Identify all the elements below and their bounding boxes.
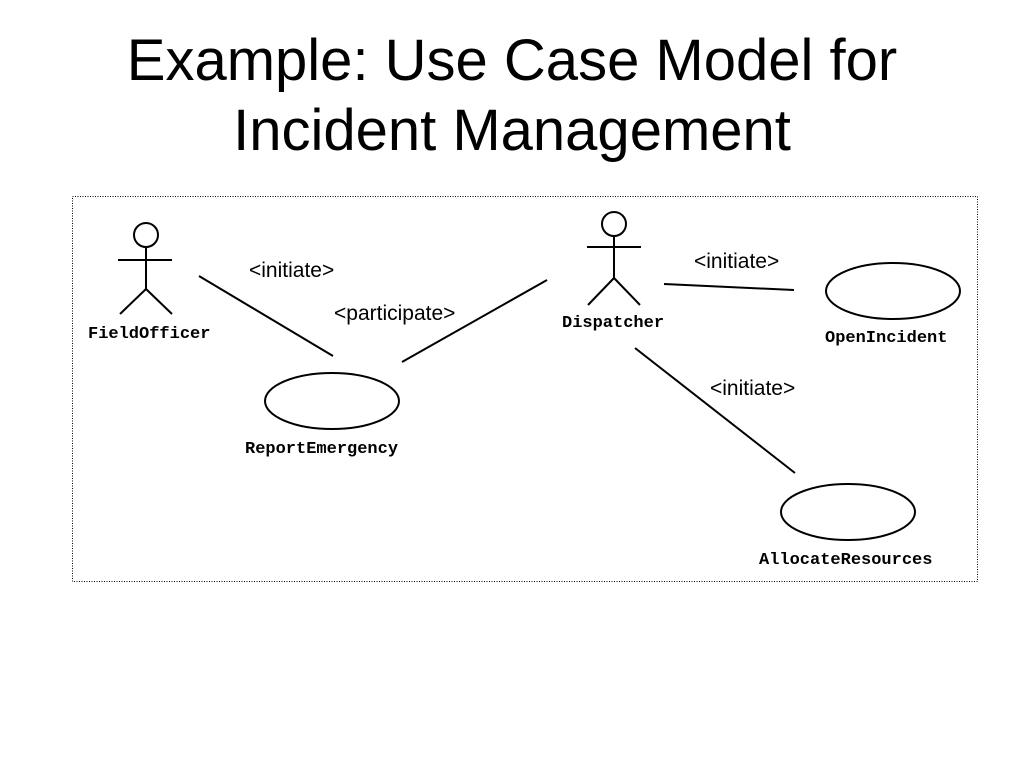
dispatcher-actor <box>587 211 641 306</box>
participate-label-dispatcher: <participate> <box>334 302 455 325</box>
dispatcher-head <box>601 211 627 237</box>
association-dispatcher-openincident <box>663 283 795 291</box>
open-incident-use-case <box>825 262 961 320</box>
dispatcher-left-leg <box>587 277 615 306</box>
dispatcher-right-leg <box>613 277 641 306</box>
initiate-label-openincident: <initiate> <box>694 250 779 273</box>
field-officer-left-leg <box>119 288 147 315</box>
allocate-resources-label: AllocateResources <box>759 551 932 570</box>
title-line-2: Incident Management <box>233 98 791 163</box>
open-incident-label: OpenIncident <box>825 329 947 348</box>
associations <box>198 275 796 474</box>
field-officer-label: FieldOfficer <box>88 325 210 344</box>
association-dispatcher-report <box>401 279 548 363</box>
system-boundary <box>72 196 978 582</box>
initiate-label-allocate: <initiate> <box>710 377 795 400</box>
initiate-label-fieldofficer: <initiate> <box>249 259 334 282</box>
report-emergency-label: ReportEmergency <box>245 440 398 459</box>
report-emergency-use-case <box>264 372 400 430</box>
slide-title: Example: Use Case Model for Incident Man… <box>0 26 1024 166</box>
dispatcher-label: Dispatcher <box>562 314 664 333</box>
field-officer-head <box>133 222 159 248</box>
field-officer-right-leg <box>145 288 173 315</box>
field-officer-actor <box>118 222 173 315</box>
title-line-1: Example: Use Case Model for <box>126 28 898 93</box>
association-dispatcher-allocate <box>634 347 796 474</box>
association-fieldofficer-report <box>198 275 334 357</box>
allocate-resources-use-case <box>780 483 916 541</box>
